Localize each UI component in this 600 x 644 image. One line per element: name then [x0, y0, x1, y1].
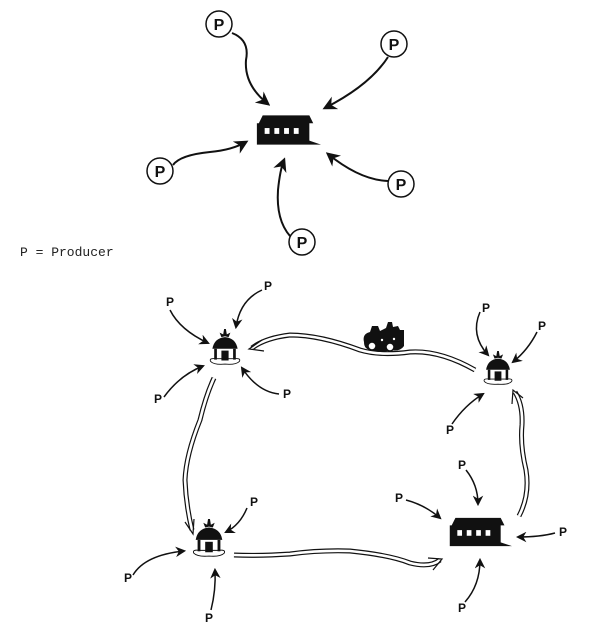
- top-diagram: P P P P P: [146, 10, 415, 256]
- hut-market-icon: [483, 350, 513, 385]
- flow-arrow: [475, 311, 490, 357]
- producer-node: P: [146, 157, 174, 185]
- producer-label: P: [538, 319, 546, 333]
- flow-arrow: [515, 531, 556, 543]
- bottom-diagram: P P P P P P P P P P: [124, 279, 567, 625]
- producer-label: P: [458, 458, 466, 472]
- flow-arrow: [464, 557, 486, 603]
- flow-arrow: [273, 157, 291, 237]
- producer-label: P: [446, 423, 454, 437]
- hut-market-icon: [192, 518, 226, 557]
- legend: P = Producer: [20, 245, 114, 260]
- producer-node: P: [387, 170, 415, 198]
- producer-label: P: [250, 495, 258, 509]
- producer-label: P: [395, 491, 403, 505]
- flow-arrow: [210, 567, 221, 611]
- flow-arrow: [325, 152, 389, 182]
- route-bottom: [233, 548, 444, 571]
- flow-arrow: [172, 140, 249, 166]
- market-hall-icon: [449, 517, 512, 547]
- producer-node: P: [205, 10, 233, 38]
- flow-arrow: [465, 469, 484, 507]
- producer-label: P: [205, 611, 213, 625]
- flow-arrow: [132, 546, 187, 576]
- producer-label: P: [166, 295, 174, 309]
- producer-label: P: [559, 525, 567, 539]
- producer-label: P: [154, 392, 162, 406]
- route-top: [247, 332, 477, 373]
- route-arrowhead: [247, 339, 265, 352]
- route-arrowhead: [184, 518, 195, 536]
- flow-arrow: [224, 507, 248, 533]
- flow-arrow: [169, 309, 210, 345]
- producer-label: P: [297, 235, 308, 252]
- producer-label: P: [155, 164, 166, 181]
- flow-arrow: [322, 56, 389, 110]
- producer-label: P: [389, 37, 400, 54]
- flow-arrow: [405, 499, 442, 520]
- producer-label: P: [214, 17, 225, 34]
- producer-label: P: [396, 177, 407, 194]
- market-node-bottom-right: P P P P: [395, 458, 567, 615]
- market-node-bottom-left: P P P: [124, 495, 258, 625]
- market-hall-icon: [256, 115, 321, 145]
- producer-label: P: [482, 301, 490, 315]
- producer-label: P: [283, 387, 291, 401]
- producer-label: P: [124, 571, 132, 585]
- flow-arrow: [511, 331, 538, 364]
- hut-market-icon: [209, 328, 241, 365]
- route-arrowhead: [511, 388, 524, 405]
- flow-arrow: [451, 392, 485, 425]
- route-arrowhead: [427, 557, 444, 571]
- flow-arrow: [163, 364, 205, 398]
- route-left: [182, 376, 217, 536]
- flow-arrow: [231, 32, 271, 106]
- route-right: [511, 388, 530, 518]
- producer-node: P: [380, 30, 408, 58]
- train-icon: [363, 322, 404, 352]
- producer-node: P: [288, 228, 316, 256]
- flow-arrow: [240, 366, 280, 395]
- market-node-top-right: P P P: [446, 301, 546, 437]
- flow-arrow: [232, 289, 263, 330]
- market-node-top-left: P P P P: [154, 279, 291, 406]
- producer-label: P: [458, 601, 466, 615]
- producer-label: P: [264, 279, 272, 293]
